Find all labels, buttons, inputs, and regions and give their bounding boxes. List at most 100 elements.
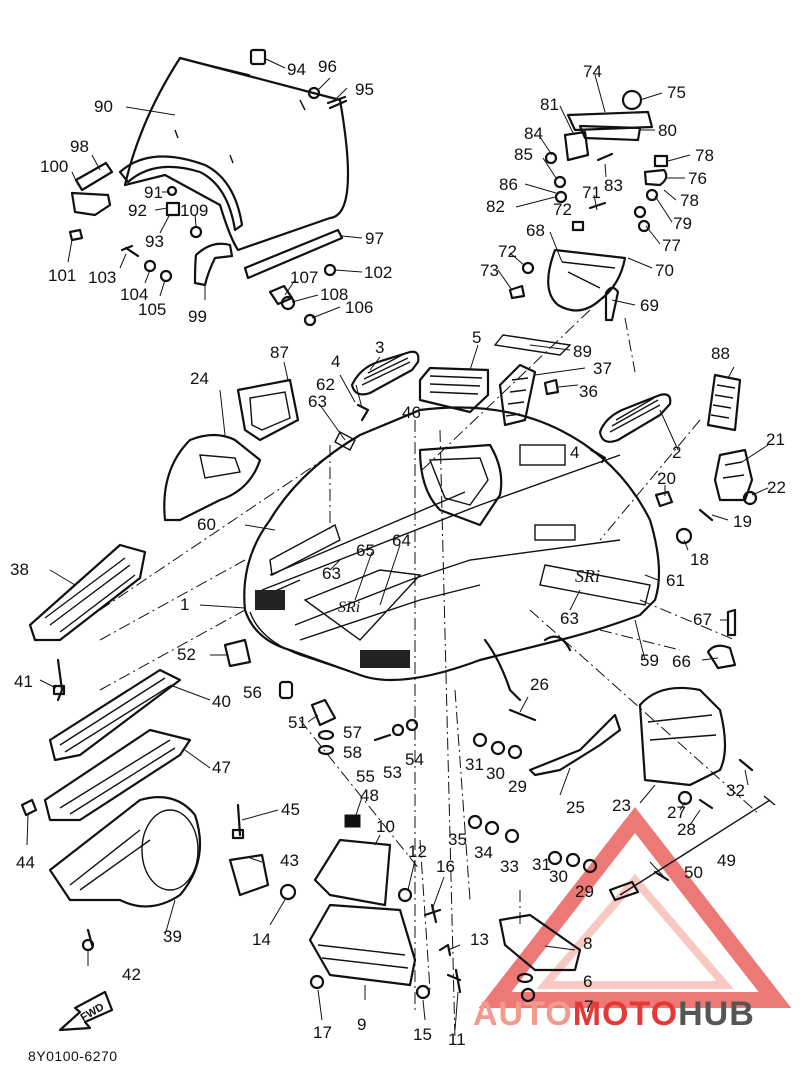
callout-87: 87 (270, 343, 289, 362)
callout-80: 80 (658, 121, 677, 140)
bulb-69 (604, 286, 620, 322)
callout-28: 28 (677, 820, 696, 839)
callout-37: 37 (593, 359, 612, 378)
air-box-39 (48, 796, 202, 908)
callout-76: 76 (688, 169, 707, 188)
callout-63b: 63 (322, 564, 341, 583)
watermark-triangle (478, 806, 792, 1008)
callout-98: 98 (70, 137, 89, 156)
callout-30a: 30 (486, 764, 505, 783)
holder-43 (228, 853, 270, 897)
svg-text:SRi: SRi (575, 566, 600, 586)
callout-84: 84 (524, 124, 543, 143)
callout-15: 15 (413, 1025, 432, 1044)
callout-50: 50 (684, 863, 703, 882)
callout-44: 44 (16, 853, 35, 872)
callout-29a: 29 (508, 777, 527, 796)
svg-text:SRi: SRi (338, 599, 360, 616)
box-8 (498, 913, 582, 972)
fastener-67 (726, 608, 737, 637)
watermark-hub: HUB (678, 995, 755, 1033)
callout-85: 85 (514, 145, 533, 164)
callout-90: 90 (94, 97, 113, 116)
callout-26: 26 (530, 675, 549, 694)
callout-109: 109 (180, 201, 208, 220)
plate-10 (313, 838, 392, 907)
knob-75 (621, 89, 643, 111)
bracket-51 (310, 698, 337, 727)
hood-decal-sri (303, 569, 422, 641)
watermark-moto: MOTO (573, 995, 678, 1033)
callout-55: 55 (356, 767, 375, 786)
bracket-80 (578, 124, 642, 142)
callout-82: 82 (486, 197, 505, 216)
watermark-text: AUTOMOTOHUB (473, 995, 755, 1033)
vent-5 (418, 366, 490, 414)
callout-13: 13 (470, 930, 489, 949)
grommet-36 (543, 378, 560, 396)
callout-43: 43 (280, 851, 299, 870)
label-48 (344, 814, 361, 828)
callout-97: 97 (365, 229, 384, 248)
callout-88: 88 (711, 344, 730, 363)
callout-106: 106 (345, 298, 373, 317)
callout-51: 51 (288, 713, 307, 732)
right-parts (467, 448, 776, 902)
callout-33: 33 (500, 857, 519, 876)
bracket-74 (566, 110, 654, 132)
leader-lines (26, 58, 769, 1031)
callout-68: 68 (526, 221, 545, 240)
callout-41: 41 (14, 672, 33, 691)
callout-70: 70 (655, 261, 674, 280)
callout-89: 89 (573, 342, 592, 361)
side-cover-24 (163, 433, 262, 522)
callout-66: 66 (672, 652, 691, 671)
callout-93: 93 (145, 232, 164, 251)
hood (243, 406, 661, 682)
callout-1: 1 (180, 595, 189, 614)
grip-3 (350, 350, 420, 396)
callout-63a: 63 (308, 392, 327, 411)
callout-75: 75 (667, 83, 686, 102)
callout-95: 95 (355, 80, 374, 99)
callout-105: 105 (138, 300, 166, 319)
headlight-group (508, 89, 669, 322)
callout-11: 11 (448, 1030, 466, 1049)
callout-49: 49 (717, 851, 736, 870)
callout-107: 107 (290, 268, 318, 287)
fwd-arrow: FWD (58, 990, 114, 1032)
nut-92 (165, 201, 181, 217)
bottom-center-parts (308, 814, 582, 1003)
callout-78b: 78 (680, 191, 699, 210)
callout-45: 45 (281, 800, 300, 819)
decal-88 (706, 373, 742, 432)
callout-60: 60 (197, 515, 216, 534)
vent-37 (498, 363, 537, 427)
callout-23: 23 (612, 796, 631, 815)
callout-94: 94 (287, 60, 306, 79)
callout-42: 42 (122, 965, 141, 984)
callout-20: 20 (657, 469, 676, 488)
callout-36: 36 (579, 382, 598, 401)
callout-99: 99 (188, 307, 207, 326)
callout-102: 102 (364, 263, 392, 282)
callout-63c: 63 (560, 609, 579, 628)
left-parts (20, 433, 419, 952)
callout-21: 21 (766, 430, 785, 449)
cover-23 (638, 686, 727, 787)
callout-14: 14 (252, 930, 271, 949)
panel-87 (236, 378, 300, 442)
callout-39: 39 (163, 927, 182, 946)
hood-opening (418, 443, 503, 527)
callout-24: 24 (190, 369, 209, 388)
callout-6: 6 (583, 972, 592, 991)
callout-72a: 72 (553, 200, 572, 219)
rail-40 (48, 668, 182, 762)
rod-26 (508, 708, 537, 722)
windshield-trim (243, 228, 344, 280)
callout-62: 62 (316, 375, 335, 394)
callout-labels: 1 2 3 4 4 5 6 7 8 9 10 11 12 13 14 15 16… (10, 57, 786, 1049)
callout-46: 46 (402, 403, 421, 422)
panel-47 (43, 728, 192, 822)
bolt-19 (698, 508, 714, 522)
